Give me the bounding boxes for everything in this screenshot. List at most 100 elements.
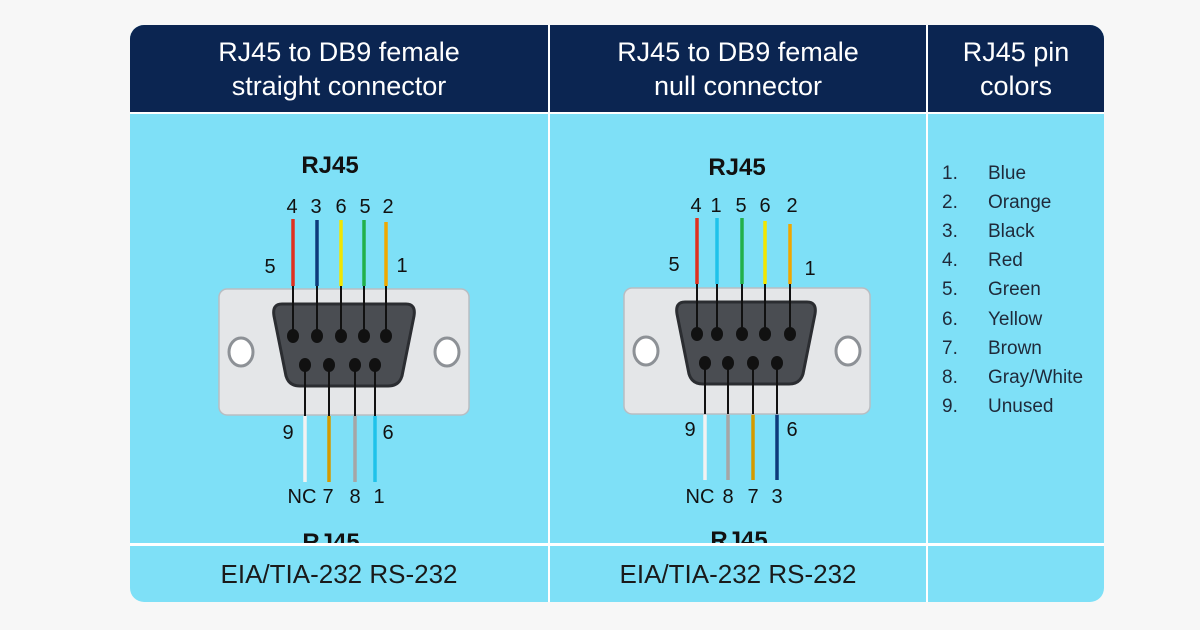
null-bottom-rj45-label: RJ45 xyxy=(710,527,767,543)
pin-color-number: 1. xyxy=(942,162,958,184)
null-top-pin: 2 xyxy=(786,195,797,217)
straight-bottom-pin: 8 xyxy=(349,486,360,508)
null-pin-socket xyxy=(711,327,723,341)
straight-db9-face xyxy=(272,302,416,388)
pin-color-name: Green xyxy=(988,279,1041,301)
null-bottom-pin: 7 xyxy=(747,486,758,508)
footer-colors-empty xyxy=(928,546,1104,602)
null-pin-6-label: 6 xyxy=(786,419,797,441)
pin-color-number: 6. xyxy=(942,308,958,330)
header-null-line1: RJ45 to DB9 female xyxy=(617,36,859,67)
null-top-pin: 5 xyxy=(735,195,746,217)
straight-bottom-pin: 1 xyxy=(373,486,384,508)
pin-color-item: 4. Red xyxy=(940,247,1083,276)
null-connector-diagram: RJ45 4 1 5 6 2 5 1 9 6 NC 8 7 3 RJ45 xyxy=(623,154,871,543)
pin-color-list: 1. Blue 2. Orange 3.Black 4. Red 5. Green 6.… xyxy=(940,159,1083,422)
pin-color-item: 2. Orange xyxy=(940,188,1083,217)
straight-connector-diagram: RJ45 4 3 6 5 2 5 1 9 6 NC 7 8 1 RJ45 xyxy=(218,152,470,543)
pin-color-item: 5. Green xyxy=(940,276,1083,305)
pin-color-name: Blue xyxy=(988,162,1027,184)
null-pin-socket xyxy=(784,327,796,341)
pin-color-name: Orange xyxy=(988,191,1052,213)
null-bottom-pin: NC xyxy=(686,486,715,508)
null-pin-socket xyxy=(736,327,748,341)
straight-mount-hole xyxy=(227,336,255,368)
null-pin-1-label: 1 xyxy=(804,258,815,280)
header-colors: RJ45 pin colors xyxy=(928,25,1104,112)
pin-color-item: 6. Yellow xyxy=(940,305,1083,334)
null-top-rj45-label: RJ45 xyxy=(708,154,765,181)
straight-pin-socket xyxy=(369,358,381,372)
header-colors-line2: colors xyxy=(979,70,1052,101)
null-top-pin: 1 xyxy=(710,195,721,217)
footer-null-standard: EIA/TIA-232 RS-232 xyxy=(619,558,857,589)
pin-color-item: 3.Black xyxy=(940,217,1083,246)
pin-color-name: Brown xyxy=(988,337,1042,359)
null-pin-9-label: 9 xyxy=(684,419,695,441)
pin-color-name: Black xyxy=(988,220,1035,242)
header-straight: RJ45 to DB9 female straight connector xyxy=(130,25,548,112)
straight-top-pin: 6 xyxy=(335,196,346,218)
pin-color-name: Red xyxy=(988,250,1023,272)
null-bottom-pin: 8 xyxy=(722,486,733,508)
footer-straight-standard: EIA/TIA-232 RS-232 xyxy=(220,558,458,589)
pin-color-number: 4. xyxy=(942,250,958,272)
pin-color-item: 9. Unused xyxy=(940,393,1083,422)
pin-color-name: Unused xyxy=(988,396,1054,418)
null-pin-socket xyxy=(747,356,759,370)
column-divider xyxy=(548,25,550,602)
straight-pin-5-label: 5 xyxy=(264,256,275,278)
straight-top-pin: 4 xyxy=(286,196,297,218)
straight-top-pin: 3 xyxy=(310,196,321,218)
null-mount-hole xyxy=(632,335,660,367)
footer-divider xyxy=(130,543,1104,546)
header-null-line2: null connector xyxy=(653,70,823,101)
pin-color-name: Gray/White xyxy=(988,366,1084,388)
null-pin-socket xyxy=(691,327,703,341)
pin-color-number: 2. xyxy=(942,191,958,213)
straight-connector-graphic xyxy=(218,219,470,482)
pin-color-item: 7. Brown xyxy=(940,334,1083,363)
null-connector-graphic xyxy=(623,218,871,480)
straight-pin-socket xyxy=(311,329,323,343)
straight-mount-hole xyxy=(433,336,461,368)
pin-color-number: 7. xyxy=(942,337,958,359)
null-mount-hole xyxy=(834,335,862,367)
null-top-pin: 6 xyxy=(759,195,770,217)
straight-bottom-rj45-label: RJ45 xyxy=(302,529,359,543)
connector-table: RJ45 to DB9 female straight connector RJ… xyxy=(130,25,1104,602)
column-divider xyxy=(926,25,928,602)
straight-pin-socket xyxy=(358,329,370,343)
header-straight-line1: RJ45 to DB9 female xyxy=(218,36,460,67)
null-pin-socket xyxy=(722,356,734,370)
pin-color-item: 1. Blue xyxy=(940,159,1083,188)
straight-pin-socket xyxy=(335,329,347,343)
null-pin-socket xyxy=(759,327,771,341)
null-top-pin: 4 xyxy=(690,195,701,217)
null-bottom-pin: 3 xyxy=(771,486,782,508)
pin-color-number: 8. xyxy=(942,366,958,388)
straight-pin-socket xyxy=(287,329,299,343)
header-straight-line2: straight connector xyxy=(231,70,447,101)
pin-color-name: Yellow xyxy=(988,308,1043,330)
null-pin-5-label: 5 xyxy=(668,254,679,276)
straight-pin-6-label: 6 xyxy=(382,422,393,444)
pin-color-number: 5. xyxy=(942,279,958,301)
straight-pin-socket xyxy=(299,358,311,372)
straight-pin-9-label: 9 xyxy=(282,422,293,444)
pin-color-number: 9. xyxy=(942,396,958,418)
straight-pin-socket xyxy=(323,358,335,372)
straight-top-rj45-label: RJ45 xyxy=(301,152,358,179)
header-divider xyxy=(130,112,1104,114)
straight-top-pin: 5 xyxy=(359,196,370,218)
straight-pin-1-label: 1 xyxy=(396,255,407,277)
pin-color-item: 8. Gray/White xyxy=(940,363,1083,392)
straight-bottom-pin: NC xyxy=(288,486,317,508)
straight-bottom-pin: 7 xyxy=(322,486,333,508)
null-pin-socket xyxy=(771,356,783,370)
header-colors-line1: RJ45 pin xyxy=(962,36,1070,67)
header-null: RJ45 to DB9 female null connector xyxy=(550,25,926,112)
straight-top-pin: 2 xyxy=(382,196,393,218)
straight-pin-socket xyxy=(349,358,361,372)
straight-pin-socket xyxy=(380,329,392,343)
